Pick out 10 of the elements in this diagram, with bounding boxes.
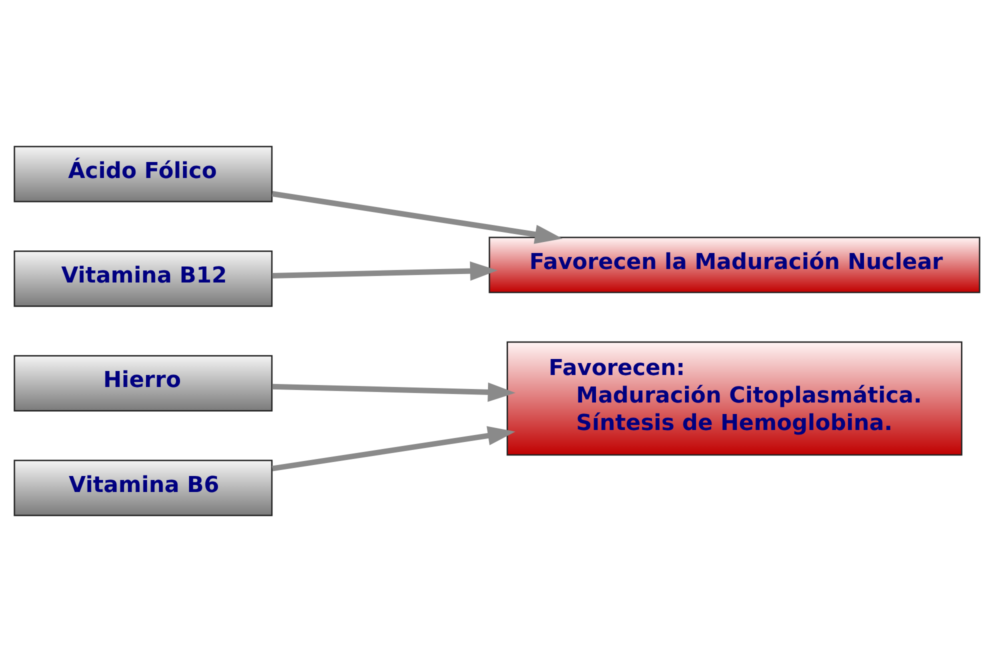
node-box: Hierro xyxy=(14,354,273,412)
arrow xyxy=(272,190,563,244)
node-box: Favorecen: Maduración Citoplasmática. Síntesis de Hemoglobina. xyxy=(506,340,962,456)
node-box: Ácido Fólico xyxy=(14,145,273,202)
arrow xyxy=(272,382,516,402)
node-box: Favorecen la Maduración Nuclear xyxy=(488,236,980,293)
node-box: Vitamina B6 xyxy=(14,459,273,516)
arrow xyxy=(272,260,498,280)
arrow xyxy=(272,426,516,471)
node-box: Vitamina B12 xyxy=(14,250,273,306)
